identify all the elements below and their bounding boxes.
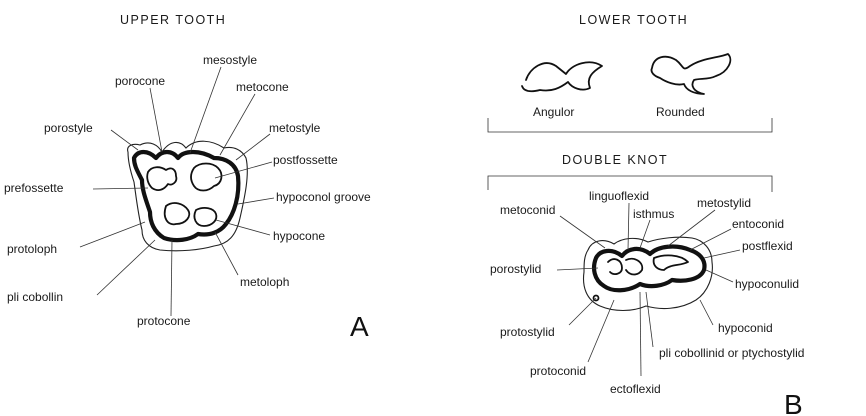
lower-tooth-panel: LOWER TOOTH Angulor Rounded DOUBLE KNOT <box>488 13 804 416</box>
label-porostylid: porostylid <box>490 262 541 276</box>
label-hypoconulid: hypoconulid <box>735 277 799 291</box>
label-metocone: metocone <box>236 80 289 94</box>
double-knot-title: DOUBLE KNOT <box>562 153 668 167</box>
label-metoconid: metoconid <box>500 203 555 217</box>
panel-letter-a: A <box>350 311 369 342</box>
label-hypocone: hypocone <box>273 229 325 243</box>
label-pli-cobollinid: pli cobollinid or ptychostylid <box>659 346 804 360</box>
label-mesostyle: mesostyle <box>203 53 257 67</box>
label-protocone: protocone <box>137 314 191 328</box>
rounded-double-knot-icon <box>651 54 730 94</box>
label-pli-cobollin: pli cobollin <box>7 290 63 304</box>
label-metoloph: metoloph <box>240 275 289 289</box>
label-entoconid: entoconid <box>732 217 784 231</box>
upper-tooth-drawing <box>128 141 248 251</box>
label-prefossette: prefossette <box>4 181 64 195</box>
angular-double-knot-icon <box>522 62 602 91</box>
label-protostylid: protostylid <box>500 325 555 339</box>
lower-tooth-title: LOWER TOOTH <box>579 13 688 27</box>
upper-tooth-panel: UPPER TOOTH <box>4 13 371 342</box>
label-angular: Angulor <box>533 105 574 119</box>
panel-letter-b: B <box>784 389 803 416</box>
label-ectoflexid: ectoflexid <box>610 382 661 396</box>
label-postfossette: postfossette <box>273 153 338 167</box>
label-linguoflexid: linguoflexid <box>589 189 649 203</box>
label-metostylid: metostylid <box>697 196 751 210</box>
label-hypoconol-groove: hypoconol groove <box>276 190 371 204</box>
label-protoconid: protoconid <box>530 364 586 378</box>
label-postflexid: postflexid <box>742 239 793 253</box>
bracket-top <box>488 118 772 132</box>
upper-tooth-title: UPPER TOOTH <box>120 13 226 27</box>
label-rounded: Rounded <box>656 105 705 119</box>
label-porostyle: porostyle <box>44 121 93 135</box>
label-hypoconid: hypoconid <box>718 321 773 335</box>
label-isthmus: isthmus <box>633 207 674 221</box>
label-protoloph: protoloph <box>7 242 57 256</box>
label-porocone: porocone <box>115 74 165 88</box>
label-metostyle: metostyle <box>269 121 321 135</box>
